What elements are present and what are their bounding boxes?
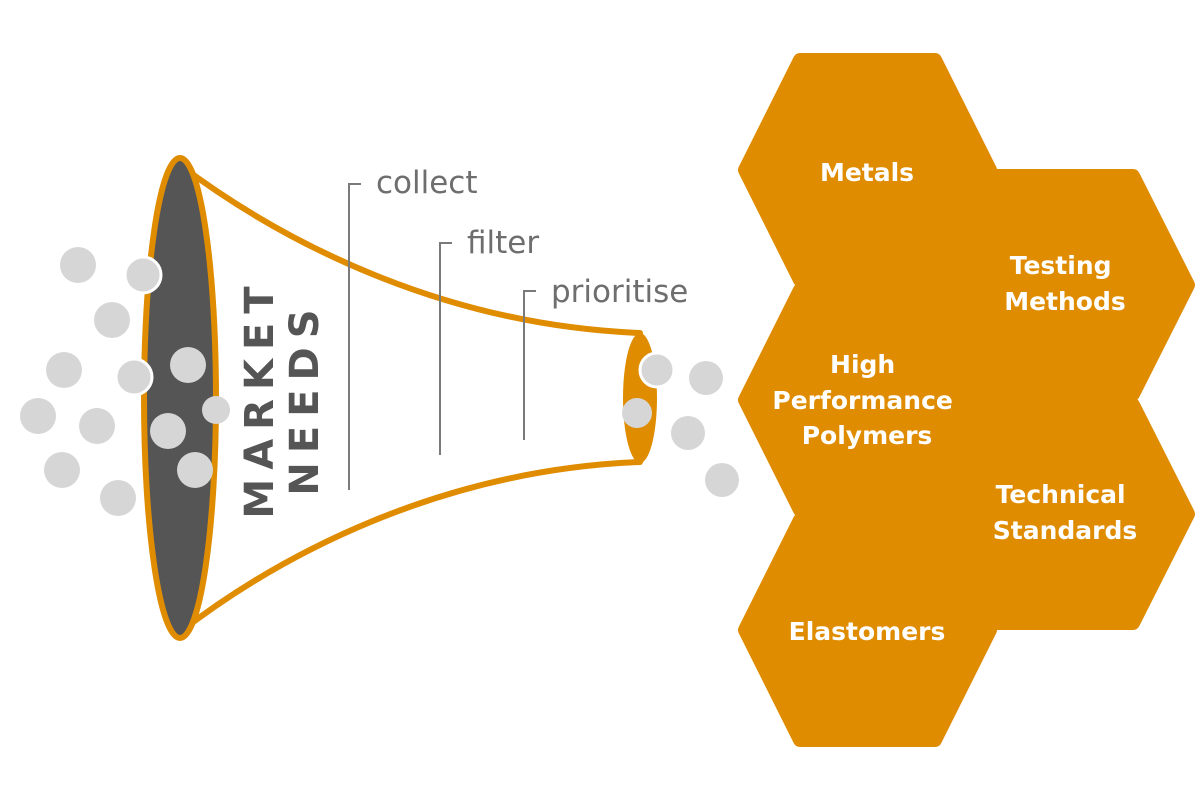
particle: [150, 413, 186, 449]
particle: [114, 357, 154, 397]
particle: [44, 452, 80, 488]
hex-technical-standards-label: Technical Standards: [993, 480, 1138, 545]
particle: [60, 247, 96, 283]
hex-elastomers: Elastomers: [738, 513, 997, 747]
particle: [20, 398, 56, 434]
particle: [638, 351, 676, 389]
hex-label-line: Standards: [993, 516, 1138, 545]
particle: [123, 255, 163, 295]
hex-metals: Metals: [738, 53, 997, 287]
particle: [689, 361, 723, 395]
hex-label-line: Testing: [1010, 251, 1112, 280]
particle: [100, 480, 136, 516]
hex-testing-methods-label: Testing Methods: [1004, 251, 1126, 316]
funnel-mouth: [141, 155, 219, 641]
particle: [79, 408, 115, 444]
hex-label-line: Polymers: [802, 421, 933, 450]
hex-metals-label: Metals: [820, 158, 914, 187]
hex-label-line: Technical: [996, 480, 1126, 509]
hex-label-line: High: [830, 350, 895, 379]
step-filter-label: filter: [467, 225, 539, 261]
hex-technical-standards: Technical Standards: [935, 398, 1195, 630]
particle: [671, 416, 705, 450]
hex-label-line: Metals: [820, 158, 914, 187]
particle: [177, 452, 213, 488]
step-collect-label: collect: [376, 165, 478, 201]
category-hexagons: Metals Testing Methods High Performance …: [738, 53, 1195, 747]
process-steps: collect filter prioritise: [348, 165, 688, 490]
funnel-title: MARKET NEEDS: [237, 277, 328, 518]
hexagon: [738, 53, 997, 287]
hex-high-performance-polymers-label: High Performance Polymers: [772, 350, 961, 450]
particle: [170, 347, 206, 383]
step-prioritise-label: prioritise: [551, 274, 688, 310]
particle: [622, 398, 652, 428]
particle: [94, 302, 130, 338]
hex-high-performance-polymers: High Performance Polymers: [738, 283, 997, 517]
hexagon: [738, 513, 997, 747]
hexagon: [935, 169, 1195, 401]
funnel-title-line-2: NEEDS: [282, 300, 328, 495]
particle: [46, 352, 82, 388]
hex-label-line: Methods: [1004, 287, 1126, 316]
funnel-title-line-1: MARKET: [237, 277, 283, 518]
step-filter-marker: [439, 242, 452, 455]
hex-label-line: Performance: [772, 386, 952, 415]
hex-elastomers-label: Elastomers: [789, 617, 946, 646]
hex-label-line: Elastomers: [789, 617, 946, 646]
step-prioritise-marker: [523, 290, 536, 440]
particle: [705, 463, 739, 497]
hex-testing-methods: Testing Methods: [935, 169, 1195, 401]
particle: [202, 396, 230, 424]
particles: [20, 247, 739, 516]
step-collect-marker: [348, 183, 361, 490]
hexagon: [935, 398, 1195, 630]
hexagon: [738, 283, 997, 517]
